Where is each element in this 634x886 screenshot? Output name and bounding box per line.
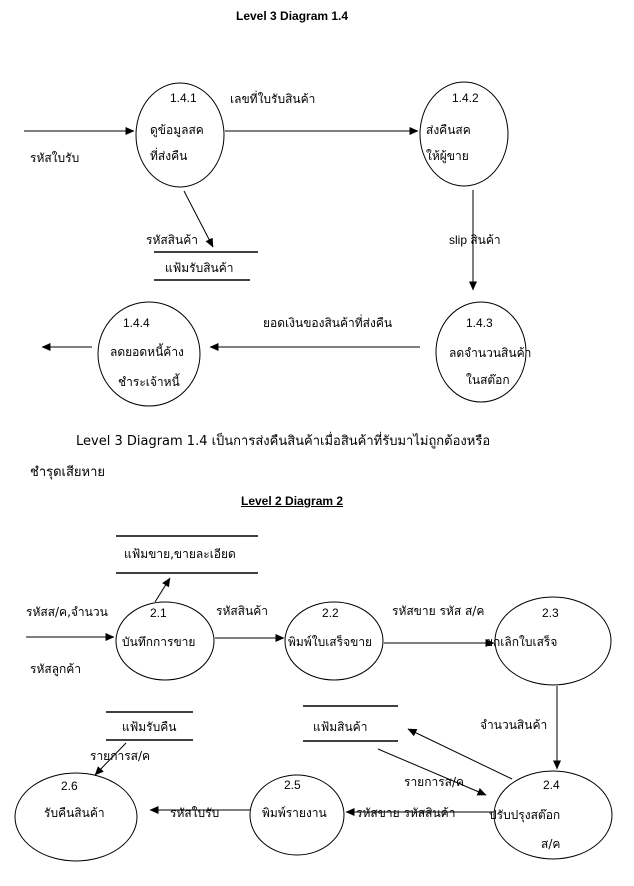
process-2-6-label: รับคืนสินค้า [44, 806, 105, 820]
process-1-4-4-label-2: ชำระเจ้าหนี้ [118, 373, 180, 389]
diagram1-description-line2: ชำรุดเสียหาย [30, 465, 106, 480]
process-1-4-3-label-2: ในสต๊อก [466, 373, 510, 387]
process-2-4-id: 2.4 [543, 778, 560, 792]
process-2-2: 2.2 พิมพ์ใบเสร็จขาย [284, 601, 384, 681]
diagram2-title: Level 2 Diagram 2 [241, 494, 344, 508]
process-1-4-1-id: 1.4.1 [170, 91, 197, 105]
process-1-4-2: 1.4.2 ส่งคืนสค ให้ผู้ขาย [419, 81, 509, 187]
process-1-4-2-label-1: ส่งคืนสค [426, 123, 471, 137]
process-2-2-id: 2.2 [322, 606, 339, 620]
datastore-sales-file-label: แฟ้มขาย,ขายละเอียด [124, 547, 236, 561]
process-1-4-1-label-1: ดูข้อมูลสค [150, 123, 204, 138]
process-1-4-2-id: 1.4.2 [452, 91, 479, 105]
process-1-4-4-label-1: ลดยอดหนี้ค้าง [110, 343, 184, 359]
process-2-5: 2.5 พิมพ์รายงาน [249, 774, 345, 856]
flow-label-product-code-2: รหัสสินค้า [216, 604, 268, 618]
process-2-4-label-2: ส/ค [541, 837, 560, 851]
process-2-3-id: 2.3 [542, 606, 559, 620]
flow-label-sale-product-code: รหัสขาย รหัสสินค้า [356, 806, 455, 820]
flow-label-item-list-b: รายการส/ค [404, 775, 464, 789]
flow-label-item-list-a: รายการส/ค [90, 749, 150, 763]
datastore-receive-file: แฟ้มรับสินค้า [154, 251, 258, 281]
datastore-return-file-label: แฟ้มรับคืน [122, 720, 176, 734]
flow-label-receipt-number: เลขที่ใบรับสินค้า [230, 90, 315, 106]
flow-label-product-qty: รหัสส/ค,จำนวน [26, 605, 108, 619]
process-1-4-3-label-1: ลดจำนวนสินค้า [449, 346, 531, 360]
flow-2-1-to-sales-file [154, 577, 171, 603]
flow-label-product-code: รหัสสินค้า [146, 233, 198, 247]
process-2-5-id: 2.5 [284, 778, 301, 792]
process-2-6-id: 2.6 [61, 779, 78, 793]
datastore-receive-file-label: แฟ้มรับสินค้า [165, 261, 234, 275]
process-1-4-1-label-2: ที่ส่งคืน [150, 147, 187, 163]
flow-label-customer-code: รหัสลูกค้า [30, 662, 81, 677]
process-1-4-1: 1.4.1 ดูข้อมูลสค ที่ส่งคืน [135, 82, 225, 188]
process-2-4-label-1: ปรับปรุงสต๊อก [489, 808, 560, 823]
process-2-4: 2.4 ปรับปรุงสต๊อก ส/ค [489, 770, 613, 860]
process-2-1-id: 2.1 [150, 606, 167, 620]
flow-label-receipt-code: รหัสใบรับ [30, 151, 79, 165]
flow-label-return-amount: ยอดเงินของสินค้าที่ส่งคืน [263, 314, 392, 330]
process-2-5-label: พิมพ์รายงาน [262, 806, 327, 820]
diagram1-title: Level 3 Diagram 1.4 [236, 9, 349, 23]
flow-label-sale-code: รหัสขาย รหัส ส/ค [392, 604, 484, 618]
process-1-4-3-id: 1.4.3 [466, 316, 493, 330]
diagram1-description-line1: Level 3 Diagram 1.4 เป็นการส่งคืนสินค้าเ… [76, 434, 491, 449]
flow-return-file-to-2-6 [94, 742, 127, 776]
process-1-4-3: 1.4.3 ลดจำนวนสินค้า ในสต๊อก [435, 301, 531, 403]
process-1-4-2-label-2: ให้ผู้ขาย [426, 149, 469, 164]
flow-label-quantity: จำนวนสินค้า [480, 718, 547, 732]
datastore-product-file: แฟ้มสินค้า [303, 705, 398, 742]
flow-2-4-to-product-file [407, 728, 513, 780]
flow-label-slip: slip สินค้า [449, 233, 501, 247]
flow-product-file-to-2-4 [377, 748, 487, 796]
process-2-2-label: พิมพ์ใบเสร็จขาย [288, 634, 372, 649]
process-1-4-4-id: 1.4.4 [123, 316, 150, 330]
process-1-4-4: 1.4.4 ลดยอดหนี้ค้าง ชำระเจ้าหนี้ [97, 301, 201, 407]
process-2-3-label: ยกเลิกใบเสร็จ [486, 634, 557, 649]
process-2-1-label: บันทึกการขาย [122, 635, 195, 649]
flow-1-4-1-to-store [183, 190, 214, 248]
datastore-sales-file: แฟ้มขาย,ขายละเอียด [116, 535, 258, 574]
flow-label-receipt-code-2: รหัสใบรับ [170, 806, 219, 820]
datastore-product-file-label: แฟ้มสินค้า [313, 720, 367, 734]
datastore-return-file: แฟ้มรับคืน [106, 711, 193, 741]
process-2-6: 2.6 รับคืนสินค้า [14, 772, 138, 862]
process-2-1: 2.1 บันทึกการขาย [115, 601, 215, 681]
process-2-3: 2.3 ยกเลิกใบเสร็จ [486, 596, 612, 686]
